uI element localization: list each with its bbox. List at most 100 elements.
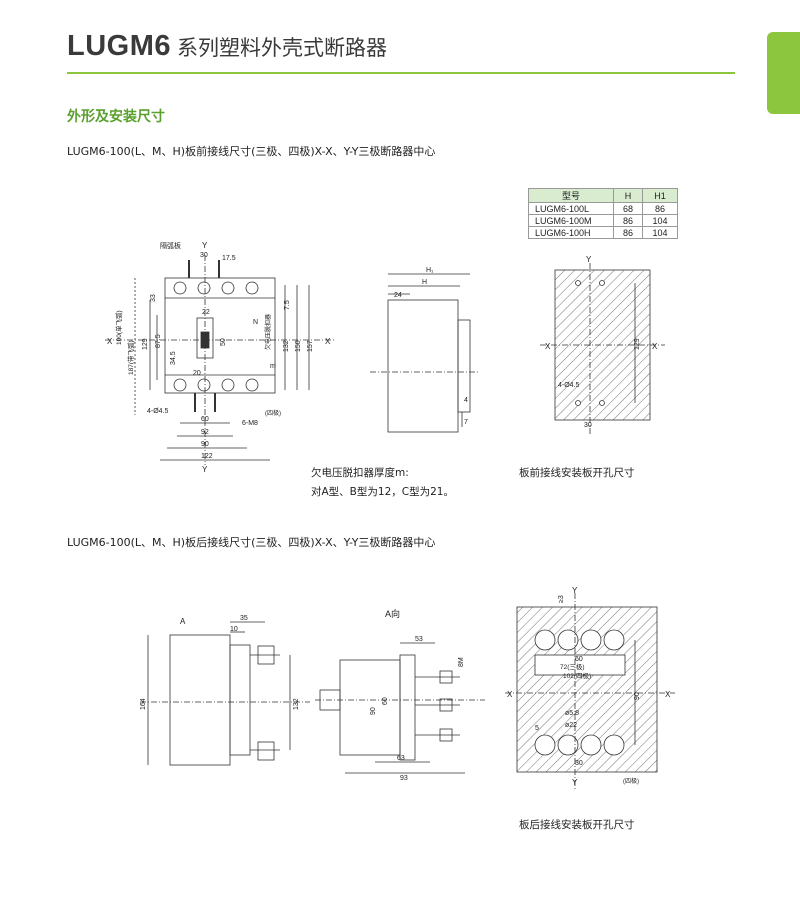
dim-24: 24 bbox=[394, 292, 402, 299]
title-text: 系列塑料外壳式断路器 bbox=[177, 37, 387, 60]
dim-92: 92 bbox=[201, 429, 209, 436]
spec-cell: LUGM6-100H bbox=[528, 226, 614, 239]
table-row: LUGM6-100M 86 104 bbox=[528, 214, 678, 227]
spec-header: 型号 bbox=[528, 188, 614, 203]
label-barrier: 隔弧板 bbox=[160, 241, 181, 250]
dim-phi-5-8: ø5.8 bbox=[565, 710, 579, 717]
label-y-bottom: Y bbox=[572, 778, 578, 787]
side-view-drawing: H₁ H 24 4 7 bbox=[370, 267, 480, 433]
dim-22: 22 bbox=[202, 309, 210, 316]
spec-cell: 86 bbox=[613, 226, 643, 239]
spec-cell: LUGM6-100M bbox=[528, 214, 614, 227]
dim-87-5: 87.5 bbox=[155, 334, 162, 348]
label-y-top: Y bbox=[572, 586, 578, 595]
dim-164: 164 bbox=[140, 698, 147, 710]
dim-h: H bbox=[422, 279, 427, 286]
label-y: Y bbox=[586, 255, 592, 264]
section-title: 外形及安装尺寸 bbox=[67, 109, 165, 125]
spec-header-row: 型号 H H1 bbox=[528, 188, 678, 203]
dim-4: 4 bbox=[464, 397, 468, 404]
brand-name: LUGM6 bbox=[67, 30, 171, 62]
dim-50: 50 bbox=[220, 338, 227, 346]
dim-4-phi-4-5: 4-Ø4.5 bbox=[558, 382, 580, 389]
dim-72: 72(三极) bbox=[560, 662, 585, 671]
label-x-right: X bbox=[652, 342, 658, 351]
dim-90: 90 bbox=[201, 441, 209, 448]
dim-34-5: 34.5 bbox=[170, 351, 177, 365]
side-tab bbox=[767, 32, 800, 114]
spec-cell: 86 bbox=[642, 202, 678, 215]
dim-132: 132 bbox=[283, 340, 290, 352]
spec-header: H bbox=[613, 188, 643, 203]
spec-cell: 86 bbox=[613, 214, 643, 227]
dim-150: 150 bbox=[295, 340, 302, 352]
dim-90: 90 bbox=[634, 692, 641, 700]
a-view-drawing: A向 53 8M 60 90 63 93 bbox=[315, 608, 485, 782]
front-view-drawing: 隔弧板 Y 30 17.5 33 7.5 22 N 100(单飞弧) 187(带… bbox=[105, 241, 335, 474]
dim-30: 30 bbox=[200, 252, 208, 259]
dim-17-5: 17.5 bbox=[222, 255, 236, 262]
note-line-1: 欠电压脱扣器厚度m: bbox=[311, 467, 409, 479]
dim-53: 53 bbox=[415, 636, 423, 643]
dim-5: 5 bbox=[535, 725, 539, 732]
rear-hole-caption: 板后接线安装板开孔尺寸 bbox=[519, 819, 635, 831]
front-hole-caption: 板前接线安装板开孔尺寸 bbox=[519, 467, 635, 479]
dim-132: 132 bbox=[293, 698, 300, 710]
dim-20: 20 bbox=[193, 370, 201, 377]
label-a-view: A向 bbox=[385, 608, 400, 619]
dim-63: 63 bbox=[397, 755, 405, 762]
label-x-left: X bbox=[507, 690, 513, 699]
label-x-right: X bbox=[665, 690, 671, 699]
title-rule bbox=[67, 72, 735, 74]
spec-cell: 68 bbox=[613, 202, 643, 215]
dim-10: 10 bbox=[230, 626, 238, 633]
label-x-left: X bbox=[107, 337, 113, 346]
front-hole-drawing: Y X X 129 4-Ø4.5 30 bbox=[540, 255, 665, 435]
dim-122: 122 bbox=[201, 453, 213, 460]
dim-102: 102(四极) bbox=[563, 671, 591, 680]
dim-100: 100(单飞弧) bbox=[114, 310, 123, 345]
label-four-pole: (四极) bbox=[623, 777, 639, 785]
dim-7-5: 7.5 bbox=[284, 300, 291, 310]
label-n: N bbox=[253, 319, 258, 326]
dim-h1: H₁ bbox=[426, 267, 434, 274]
dim-187: 187(带飞弧) bbox=[126, 340, 135, 375]
dim-157: 157 bbox=[307, 340, 314, 352]
table-row: LUGM6-100H 86 104 bbox=[528, 226, 678, 239]
rear-subtitle: LUGM6-100(L、M、H)板后接线尺寸(三极、四极)X-X、Y-Y三极断路… bbox=[67, 536, 436, 549]
dim-129: 129 bbox=[142, 338, 149, 350]
label-a: A bbox=[180, 617, 186, 626]
label-m: m bbox=[270, 363, 276, 370]
dim-60: 60 bbox=[575, 656, 583, 663]
label-four-pole: (四极) bbox=[265, 409, 281, 417]
dim-30: 30 bbox=[575, 760, 583, 767]
page-title: LUGM6 系列塑料外壳式断路器 bbox=[67, 30, 387, 63]
dim-60: 60 bbox=[382, 697, 389, 705]
label-vertical-note: 欠电压脱扣器 bbox=[264, 314, 272, 350]
dim-93: 93 bbox=[400, 775, 408, 782]
spec-cell: 104 bbox=[642, 214, 678, 227]
dim-129: 129 bbox=[634, 338, 641, 350]
spec-cell: 104 bbox=[642, 226, 678, 239]
label-x-left: X bbox=[545, 342, 551, 351]
front-subtitle: LUGM6-100(L、M、H)板前接线尺寸(三极、四极)X-X、Y-Y三极断路… bbox=[67, 145, 436, 158]
dim-4-phi-4-5: 4-Ø4.5 bbox=[147, 408, 169, 415]
label-y-bottom: Y bbox=[202, 465, 208, 474]
dim-35: 35 bbox=[240, 615, 248, 622]
spec-cell: LUGM6-100L bbox=[528, 202, 614, 215]
dim-phi-22: ø22 bbox=[565, 722, 577, 729]
dim-33: 33 bbox=[150, 294, 157, 302]
rear-hole-drawing: ≥3 Y X X 60 72(三极) 102(四极) 90 ø5.8 ø22 5… bbox=[505, 586, 675, 790]
table-row: LUGM6-100L 68 86 bbox=[528, 202, 678, 215]
dim-7: 7 bbox=[464, 419, 468, 426]
dim-6-m8: 6-M8 bbox=[242, 420, 258, 427]
note-line-2: 对A型、B型为12，C型为21。 bbox=[311, 486, 454, 498]
dim-30: 30 bbox=[584, 422, 592, 429]
rear-view-drawing: A 35 10 164 132 bbox=[140, 615, 310, 766]
spec-header: H1 bbox=[642, 188, 678, 203]
dim-8m: 8M bbox=[458, 657, 465, 667]
spec-table: 型号 H H1 LUGM6-100L 68 86 LUGM6-100M 86 1… bbox=[528, 188, 678, 239]
dim-60: 60 bbox=[201, 416, 209, 423]
dim-90: 90 bbox=[370, 707, 377, 715]
label-y-top: Y bbox=[202, 241, 208, 250]
